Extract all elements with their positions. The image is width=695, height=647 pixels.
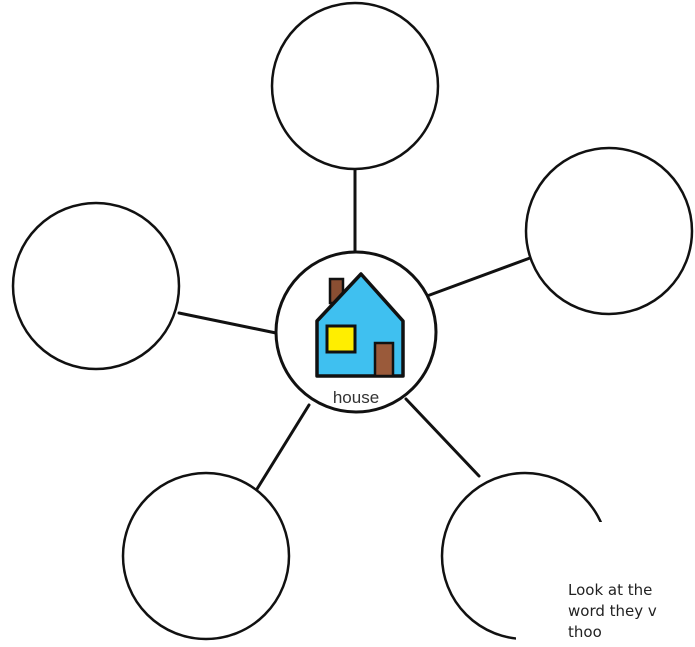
bubble-lower-left[interactable]	[121, 471, 291, 641]
house-door	[373, 341, 395, 378]
instructions-line-2: word they v	[568, 602, 657, 620]
house-window	[325, 324, 357, 354]
instructions-text: Look at the word they v thoo	[516, 522, 695, 643]
center-label: house	[333, 388, 379, 407]
connector-upper-right	[425, 256, 532, 298]
connector-upper-left	[177, 311, 278, 335]
connector-lower-right	[404, 397, 481, 478]
bubble-upper-left[interactable]	[11, 201, 181, 371]
instructions-box: Look at the word they v thoo	[516, 522, 695, 647]
bubble-upper-right[interactable]	[524, 146, 694, 316]
instructions-line-1: Look at the	[568, 581, 653, 599]
house-icon	[315, 272, 405, 378]
bubble-top[interactable]	[270, 1, 440, 171]
center-bubble: house	[274, 250, 438, 414]
connector-lower-left	[255, 403, 311, 491]
instructions-line-3: thoo	[568, 623, 602, 641]
